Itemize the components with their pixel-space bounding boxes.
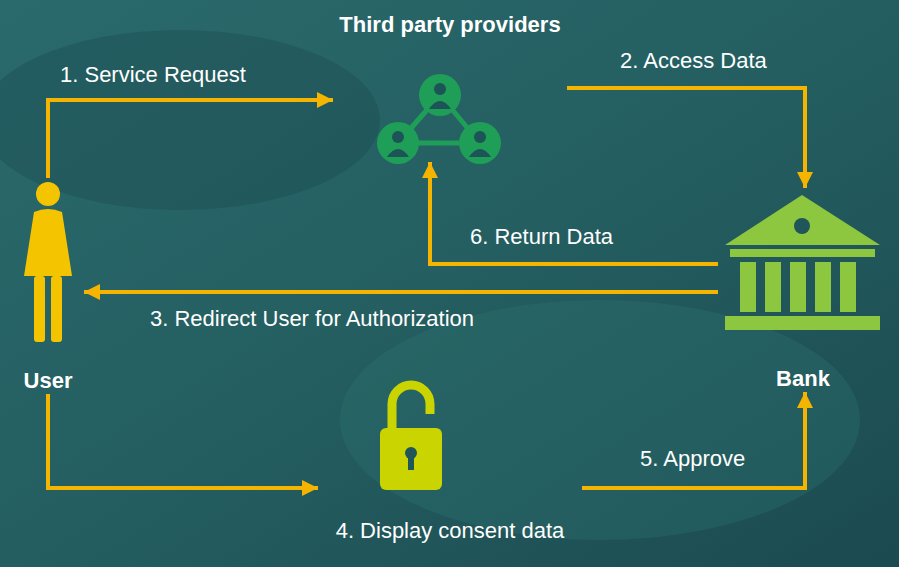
provider-node: Third party providers xyxy=(333,12,567,162)
user-figure xyxy=(24,182,72,342)
flow-arrow xyxy=(582,392,805,488)
step-label: 1. Service Request xyxy=(60,62,246,88)
bank-node: Bank xyxy=(718,188,888,392)
flow-arrow xyxy=(84,290,718,294)
bank-icon xyxy=(725,195,880,330)
step-label: 6. Return Data xyxy=(470,224,613,250)
node-label: User xyxy=(24,368,73,394)
consent-node: 4. Display consent data xyxy=(318,382,582,544)
node-label: Third party providers xyxy=(339,12,560,38)
background-shade xyxy=(340,300,860,540)
node-label: 4. Display consent data xyxy=(336,518,565,544)
flow-arrow xyxy=(48,394,318,488)
flow-arrow xyxy=(430,162,718,264)
step-label: 3. Redirect User for Authorization xyxy=(150,306,474,332)
user-node: User xyxy=(12,178,84,394)
flow-arrow xyxy=(48,100,333,178)
node-label: Bank xyxy=(776,366,830,392)
background-shade xyxy=(0,30,380,210)
step-label: 5. Approve xyxy=(640,446,745,472)
step-label: 2. Access Data xyxy=(620,48,767,74)
flow-arrow xyxy=(567,88,805,188)
open-lock-icon xyxy=(380,385,442,490)
people-network-icon xyxy=(377,74,501,164)
